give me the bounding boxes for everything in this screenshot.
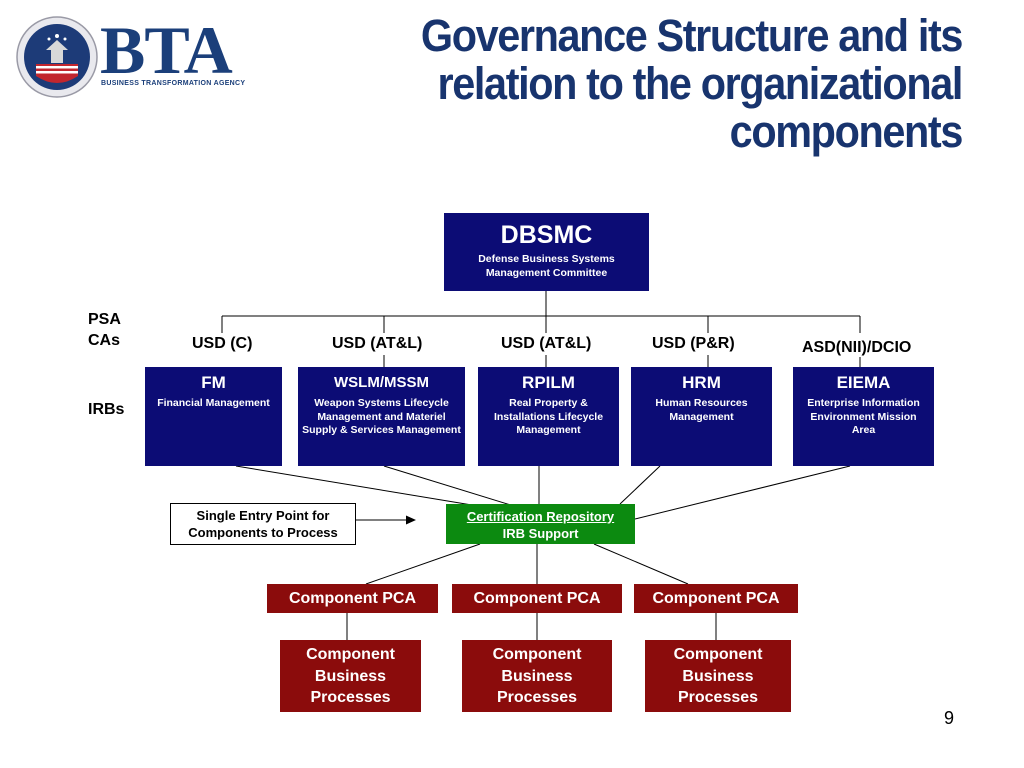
cert-repo-subtitle: IRB Support [502,526,579,541]
irb-box-wslm-mssm: WSLM/MSSM Weapon Systems Lifecycle Manag… [298,367,465,466]
ca-label-usd-c: USD (C) [192,335,253,352]
ca-label-usd-atl-2: USD (AT&L) [501,335,592,352]
connector-irb1-cert [235,465,491,509]
irb-hrm-acronym: HRM [682,373,721,392]
irb-wslm-name: Weapon Systems Lifecycle Management and … [302,397,461,436]
psa-label: PSA [88,311,121,328]
page-title: Governance Structure and its relation to… [420,10,964,157]
arrow-head [406,515,416,525]
component-pca-box-3: Component PCA [634,584,798,613]
irb-rpilm-acronym: RPILM [522,373,575,392]
agency-name: BUSINESS TRANSFORMATION AGENCY [101,80,246,87]
irb-fm-acronym: FM [201,373,226,392]
bta-wordmark: BTA [100,12,233,88]
connector-cert-pca1 [365,543,481,585]
certification-repository-box: Certification Repository IRB Support [446,504,635,544]
component-business-processes-box-3: Component Business Processes [645,640,791,712]
cert-repo-title: Certification Repository [466,509,615,524]
connector-irb2-cert [383,465,515,507]
component-business-processes-box-2: Component Business Processes [462,640,612,712]
component-pca-box-2: Component PCA [452,584,622,613]
ca-label-usd-atl-1: USD (AT&L) [332,335,423,352]
page-number: 9 [944,708,955,728]
irb-eiema-name: Enterprise Information Environment Missi… [807,397,920,436]
connector-irb5-cert [634,465,851,520]
cas-label: CAs [88,332,121,349]
component-pca-box-1: Component PCA [267,584,438,613]
single-entry-point-box: Single Entry Point for Components to Pro… [170,503,356,545]
irb-box-rpilm: RPILM Real Property & Installations Life… [478,367,619,466]
component-business-processes-box-1: Component Business Processes [280,640,421,712]
irb-box-eiema: EIEMA Enterprise Information Environment… [793,367,934,466]
dbsmc-acronym: DBSMC [500,221,593,249]
connector-irb4-cert [619,465,661,505]
dbsmc-name: Defense Business Systems Management Comm… [478,253,615,279]
irb-rpilm-name: Real Property & Installations Lifecycle … [493,397,604,436]
irb-box-hrm: HRM Human Resources Management [631,367,772,466]
irb-fm-name: Financial Management [157,397,270,409]
irb-hrm-name: Human Resources Management [655,397,748,423]
ca-label-usd-pr: USD (P&R) [652,335,735,352]
irb-box-fm: FM Financial Management [145,367,282,466]
dbsmc-box: DBSMC Defense Business Systems Managemen… [444,213,649,291]
irb-wslm-acronym: WSLM/MSSM [334,374,429,391]
connector-cert-pca3 [593,543,689,585]
bta-seal-logo [16,16,98,98]
irb-eiema-acronym: EIEMA [836,373,891,392]
ca-label-asd-nii: ASD(NII)/DCIO [802,339,912,356]
irbs-label: IRBs [88,401,125,418]
